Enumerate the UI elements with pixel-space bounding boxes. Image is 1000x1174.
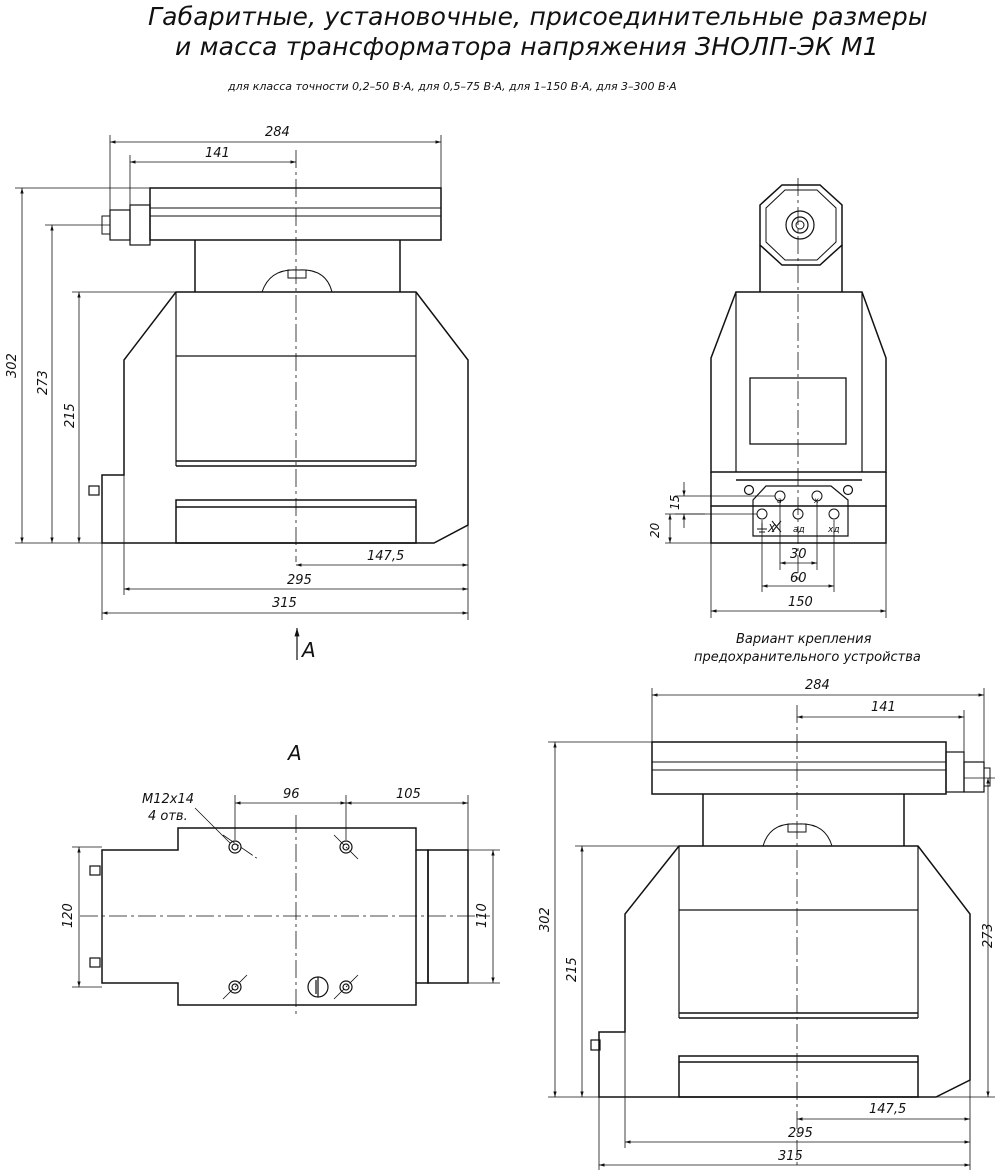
dim-side-150: 150 (788, 595, 813, 610)
dim-side-20: 20 (648, 522, 662, 538)
view-a-arrow-label: A (300, 638, 316, 662)
side-terminal-housing (759, 184, 843, 266)
dim-side-15: 15 (668, 495, 682, 510)
front-neck (194, 240, 401, 292)
variant-view (590, 741, 991, 1098)
side-base (710, 506, 887, 544)
plan-dimension-labels: A M12x14 4 отв. 96 105 120 110 (61, 741, 490, 928)
dim-side-60: 60 (790, 571, 807, 586)
variant-dimensions (548, 688, 995, 1170)
terminal-label-a: a (777, 496, 782, 505)
variant-note-line-1: Вариант крепления (736, 632, 872, 647)
variant-body (598, 845, 971, 1098)
dim-variant-284: 284 (805, 678, 830, 693)
plan-primary-box (427, 849, 469, 984)
front-view (88, 187, 469, 544)
dim-plan-110: 110 (475, 903, 490, 928)
dim-front-284: 284 (265, 125, 290, 140)
dim-variant-315: 315 (778, 1149, 803, 1164)
subtitle: для класса точности 0,2–50 В·А, для 0,5–… (228, 80, 677, 93)
dim-variant-295: 295 (788, 1126, 813, 1141)
dim-variant-215: 215 (565, 957, 580, 982)
plan-thread-label-2: 4 отв. (148, 809, 188, 824)
dim-front-215: 215 (63, 403, 78, 428)
terminal-label-X: X (767, 522, 776, 535)
dim-variant-273: 273 (981, 923, 996, 948)
variant-note-line-2: предохранительного устройства (694, 650, 921, 665)
dim-front-147: 147,5 (367, 549, 404, 564)
dim-variant-141: 141 (871, 700, 896, 715)
dim-variant-302: 302 (538, 907, 553, 932)
side-terminal-board (752, 485, 849, 537)
dim-front-315: 315 (272, 596, 297, 611)
variant-base-plate (678, 1055, 919, 1098)
terminal-label-ad: aд (793, 525, 805, 535)
front-body (101, 291, 469, 544)
dim-side-30: 30 (790, 547, 807, 562)
variant-terminal-nut (945, 751, 965, 793)
front-terminal-cap (261, 269, 333, 293)
front-top-bar (149, 187, 442, 241)
dim-front-302: 302 (5, 353, 20, 378)
side-dimensions (665, 178, 887, 618)
side-body (710, 291, 887, 473)
front-dimension-labels: 284 141 302 273 215 147,5 295 315 A (5, 125, 404, 662)
title-line-2: и масса трансформатора напряжения ЗНОЛП-… (175, 32, 879, 61)
plan-thread-label-1: M12x14 (142, 792, 194, 807)
plan-outline (101, 827, 429, 1006)
dim-plan-105: 105 (396, 787, 421, 802)
terminal-label-x: x (813, 496, 819, 505)
dim-plan-96: 96 (283, 787, 300, 802)
variant-top-bar (651, 741, 947, 795)
front-dimensions (15, 135, 469, 660)
dim-variant-147: 147,5 (869, 1102, 906, 1117)
dim-plan-120: 120 (61, 903, 76, 928)
dim-front-141: 141 (205, 146, 230, 161)
dim-front-295: 295 (287, 573, 312, 588)
title-line-1: Габаритные, установочные, присоединитель… (148, 2, 928, 31)
plan-dimensions (72, 795, 500, 1018)
side-dimension-labels: 15 20 30 60 150 a x X aд xд (648, 495, 840, 610)
view-a-title: A (286, 741, 302, 765)
variant-dimension-labels: 284 141 302 215 273 147,5 295 315 (538, 678, 996, 1164)
plan-view (89, 827, 469, 1006)
dim-front-273: 273 (36, 370, 51, 395)
terminal-label-xd: xд (827, 525, 840, 535)
front-terminal-nut (109, 209, 131, 241)
side-view (710, 184, 887, 544)
